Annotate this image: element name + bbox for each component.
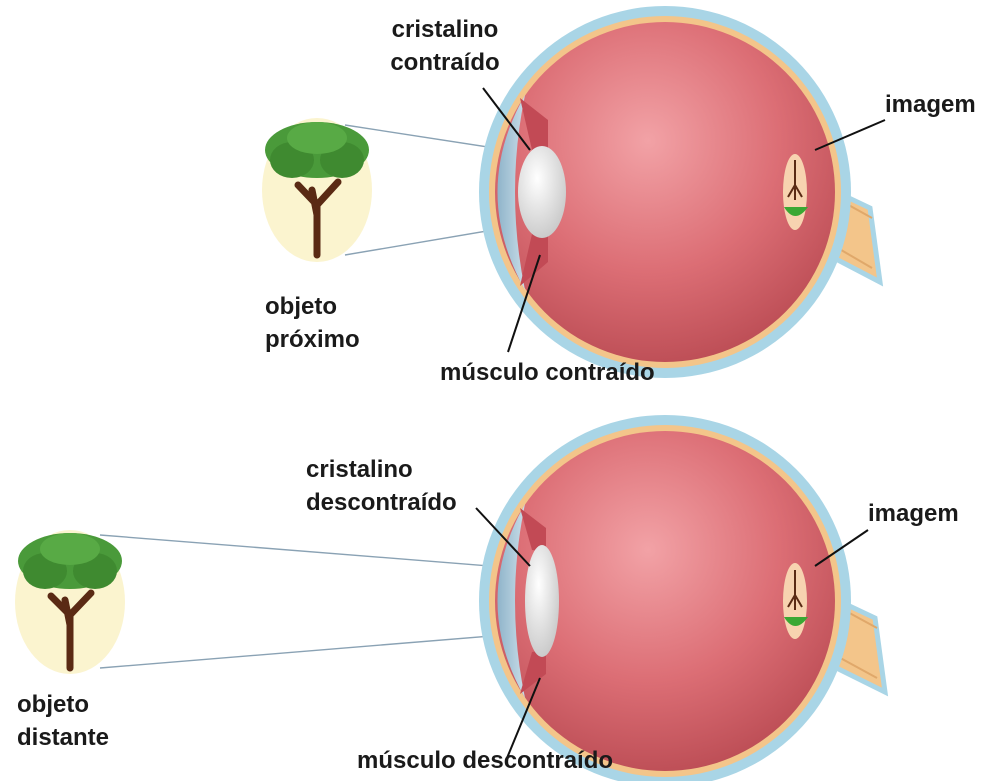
- object-label-distant-line2: distante: [17, 721, 109, 754]
- object-label-distant-line1: objeto: [17, 688, 109, 721]
- image-label-near: imagem: [885, 88, 976, 121]
- lens-label-near-line1: cristalino: [360, 13, 530, 46]
- eye-icon: [479, 415, 885, 781]
- lens-near: [518, 146, 566, 238]
- lens-label-near-line2: contraído: [360, 46, 530, 79]
- object-label-distant: objeto distante: [17, 688, 109, 754]
- object-label-near-line2: próximo: [265, 323, 360, 356]
- lens-distant: [525, 545, 559, 657]
- image-label-distant: imagem: [868, 497, 959, 530]
- object-label-near-line1: objeto: [265, 290, 360, 323]
- muscle-label-distant: músculo descontraído: [357, 744, 613, 777]
- object-label-near: objeto próximo: [265, 290, 360, 356]
- lens-label-near: cristalino contraído: [360, 13, 530, 79]
- eye-icon: [479, 6, 880, 378]
- muscle-label-near: músculo contraído: [440, 356, 655, 389]
- lens-label-distant-line2: descontraído: [306, 486, 457, 519]
- lens-label-distant: cristalino descontraído: [306, 453, 457, 519]
- lens-label-distant-line1: cristalino: [306, 453, 457, 486]
